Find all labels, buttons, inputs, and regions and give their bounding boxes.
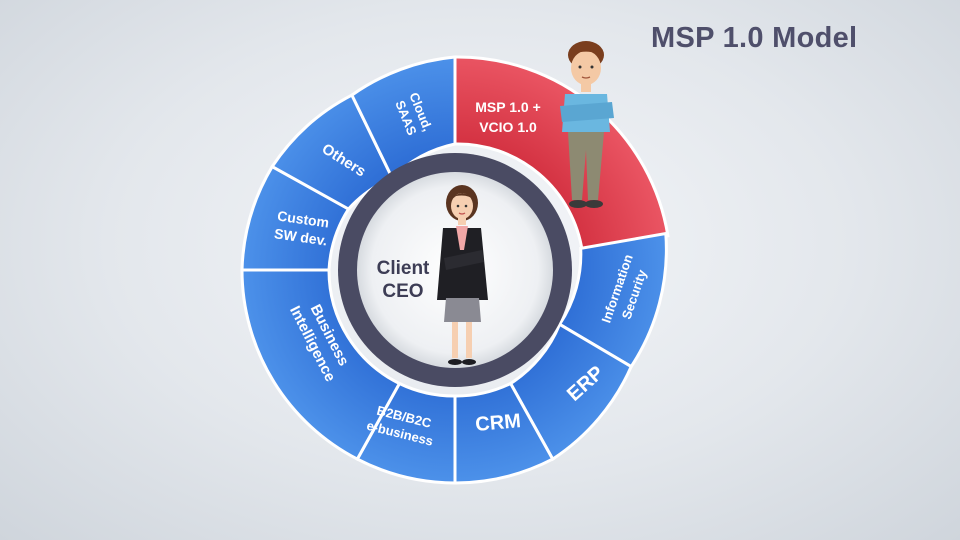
- segment-label-custom-line1: Custom: [276, 208, 330, 231]
- segment-label-msp-line1: MSP 1.0 +: [475, 99, 541, 115]
- center-label-line2: CEO: [382, 281, 423, 302]
- segment-label-crm: CRM: [474, 410, 521, 436]
- segment-label-msp-line2: VCIO 1.0: [479, 119, 537, 135]
- segment-msp-vcio[interactable]: [453, 55, 670, 254]
- msp-person-figure: [560, 41, 614, 208]
- center-label-line1: Client: [377, 258, 430, 279]
- client-ceo-figure: [437, 185, 488, 365]
- diagram-title: MSP 1.0 Model: [651, 22, 858, 54]
- segment-label-custom-line2: SW dev.: [273, 225, 328, 248]
